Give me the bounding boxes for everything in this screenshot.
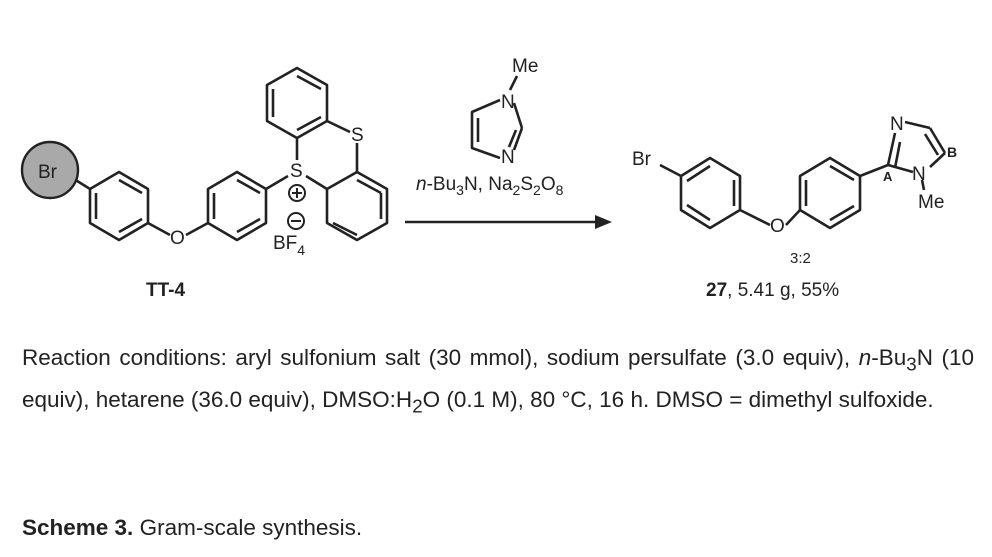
bond	[147, 221, 171, 237]
br-label: Br	[38, 162, 58, 183]
benzene-ring	[325, 170, 389, 242]
nitrogen-label: N	[912, 164, 926, 185]
oxygen-label: O	[170, 228, 185, 249]
imidazole-ring	[470, 75, 524, 160]
benzene-ring	[798, 156, 862, 230]
isomer-ratio: 3:2	[790, 250, 811, 267]
site-a-label: A	[883, 169, 893, 184]
nitrogen-label: N	[890, 114, 904, 135]
benzene-ring	[265, 66, 329, 140]
methyl-label: Me	[918, 192, 944, 213]
br-highlight-circle	[20, 140, 80, 200]
scheme-caption: Scheme 3. Gram-scale synthesis.	[22, 515, 363, 540]
nitrogen-label: N	[501, 147, 515, 168]
site-b-label: B	[947, 144, 957, 160]
br-label: Br	[632, 149, 652, 170]
sulfur-label: S	[351, 125, 364, 146]
positive-charge-icon	[288, 184, 306, 202]
negative-charge-icon	[287, 212, 305, 230]
oxygen-label: O	[770, 216, 785, 237]
arrow-head-icon	[595, 215, 612, 229]
imidazole-ring	[886, 120, 947, 191]
compound-label-tt4: TT-4	[146, 280, 185, 301]
benzene-ring	[88, 170, 150, 242]
nitrogen-label: N	[501, 92, 515, 113]
reaction-conditions-paragraph: Reaction conditions: aryl sulfonium salt…	[22, 345, 974, 416]
methyl-label: Me	[512, 56, 538, 77]
reaction-conditions: n-Bu3N, Na2S2O8	[416, 174, 564, 198]
benzene-ring	[206, 170, 268, 242]
sulfur-label: S	[290, 161, 303, 182]
benzene-ring	[679, 156, 742, 230]
product-yield: 27, 5.41 g, 55%	[706, 280, 839, 301]
bond	[185, 221, 209, 237]
counterion-label: BF4	[273, 233, 305, 258]
